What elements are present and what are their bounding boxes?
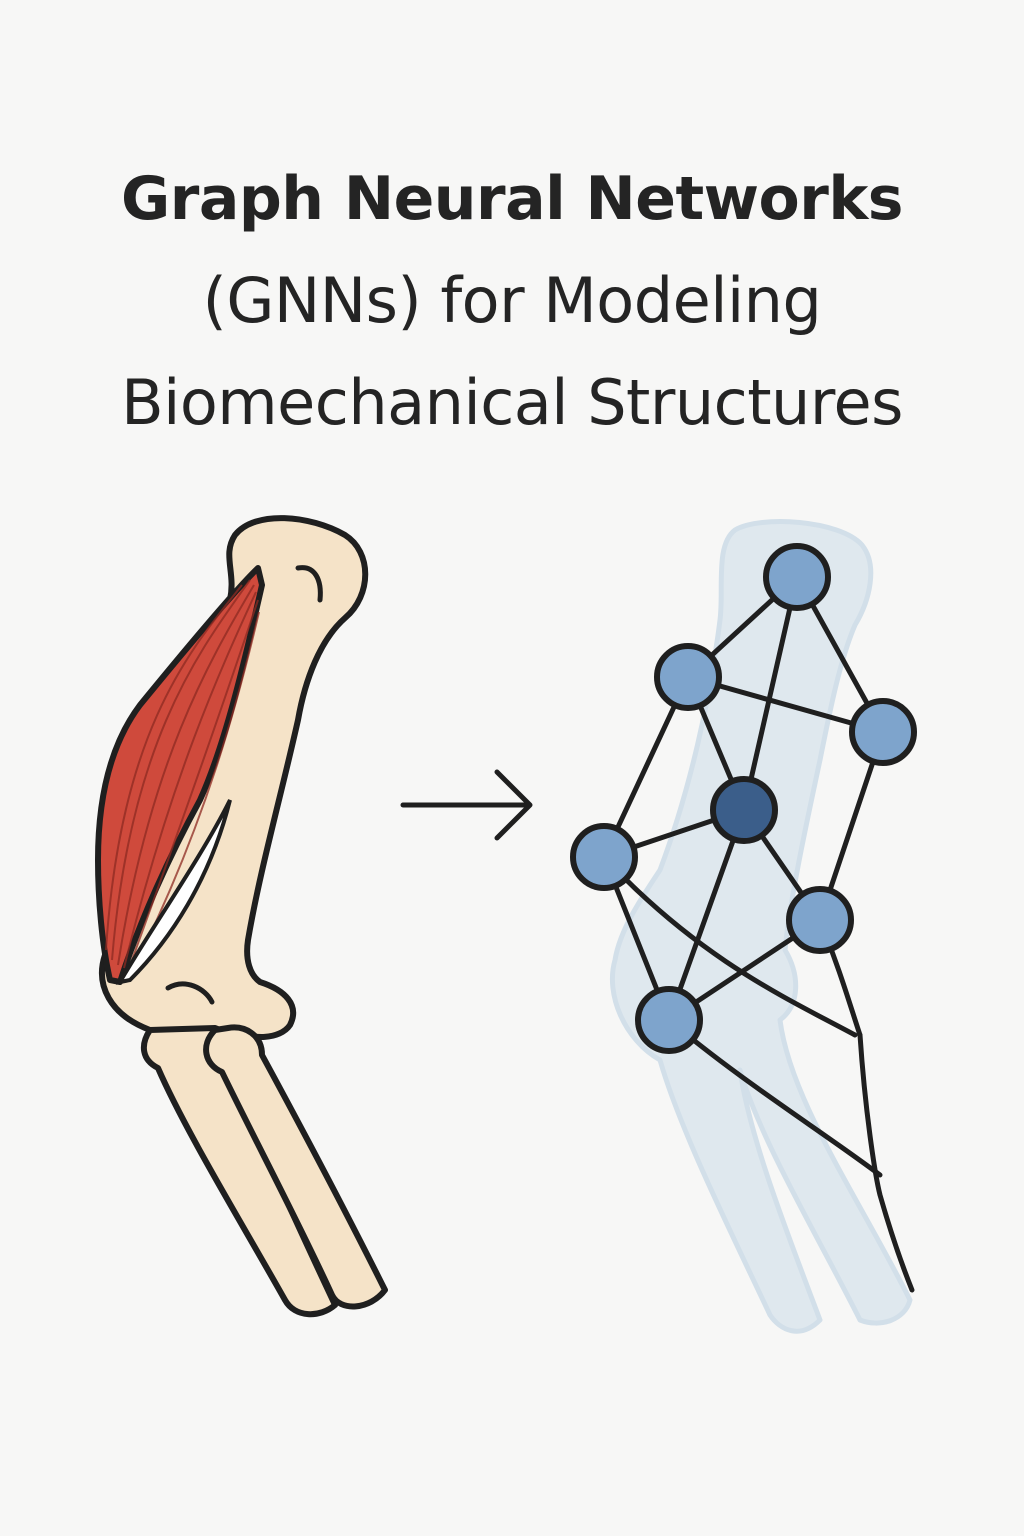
muscle-fibers: [105, 579, 260, 969]
arm-anatomy-illustration: [95, 515, 388, 1318]
title-line-1: Graph Neural Networks: [121, 164, 903, 234]
graph-node-center: [710, 776, 778, 844]
graph-node: [763, 543, 831, 611]
right-arrow-icon: [400, 769, 533, 841]
title-block: Graph Neural Networks (GNNs) for Modelin…: [0, 148, 1024, 454]
graph-node: [786, 886, 854, 954]
title-line-2: (GNNs) for Modeling: [202, 264, 822, 337]
graph-nodes: [570, 543, 917, 1054]
title-line-3: Biomechanical Structures: [121, 366, 903, 439]
humeral-head-detail: [295, 565, 323, 603]
elbow-condyle-detail: [165, 981, 215, 1005]
graph-node: [849, 698, 917, 766]
tendon-gap: [116, 799, 232, 985]
graph-node: [635, 986, 703, 1054]
graph-node: [570, 823, 638, 891]
ghost-arm-silhouette: [609, 519, 913, 1334]
graph-node: [654, 643, 722, 711]
radius-bone: [203, 1024, 388, 1310]
